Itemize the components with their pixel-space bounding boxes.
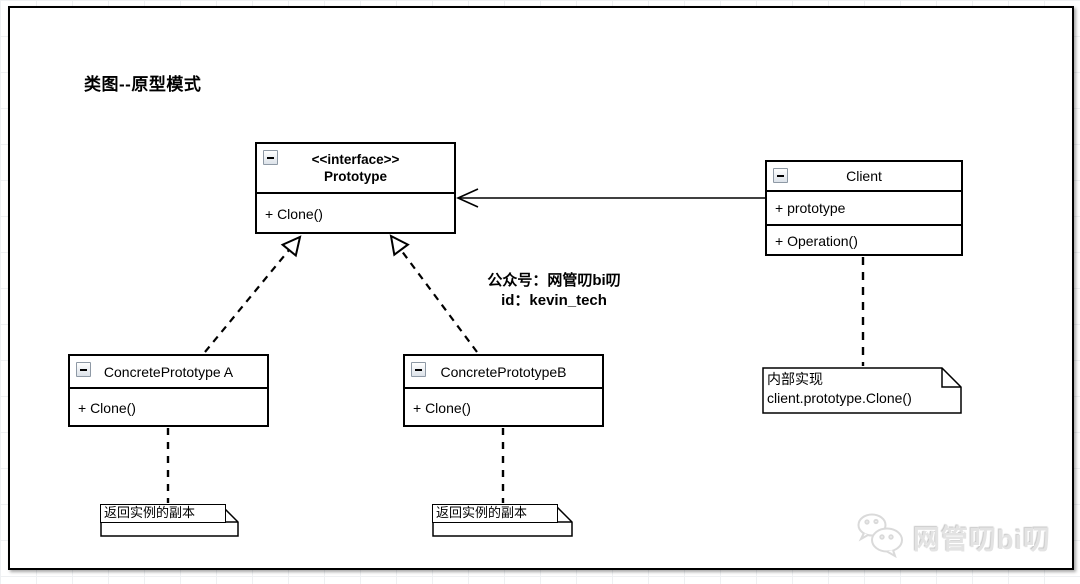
class-name: ConcretePrototypeB — [440, 363, 567, 380]
annotation-line-2: id：kevin_tech — [501, 292, 607, 309]
watermark-text: 网管叨bi叨 — [913, 524, 1051, 555]
minus-glyph — [80, 368, 87, 371]
method-row[interactable]: + Operation() — [767, 224, 961, 256]
note-client-implementation[interactable]: 内部实现 client.prototype.Clone() — [762, 367, 963, 415]
method-row[interactable]: + Clone() — [70, 387, 267, 427]
class-name: Prototype — [323, 169, 387, 184]
watermark: 网管叨bi叨 — [855, 512, 1051, 562]
note-text: 内部实现 client.prototype.Clone() — [767, 370, 912, 408]
collapse-icon[interactable] — [263, 150, 278, 165]
note-line-1: 内部实现 — [767, 371, 823, 387]
class-box-concrete-prototype-a[interactable]: ConcretePrototype A + Clone() — [68, 354, 269, 427]
minus-glyph — [777, 174, 784, 177]
class-name: Client — [846, 168, 882, 184]
class-header-concrete-b: ConcretePrototypeB — [405, 356, 602, 387]
wechat-annotation: 公众号：网管叨bi叨 id：kevin_tech — [448, 271, 660, 311]
note-return-copy-a[interactable]: 返回实例的副本 — [100, 504, 240, 538]
collapse-icon[interactable] — [411, 362, 426, 377]
page-title: 类图--原型模式 — [84, 75, 202, 94]
class-box-concrete-prototype-b[interactable]: ConcretePrototypeB + Clone() — [403, 354, 604, 427]
wechat-bubbles-icon — [857, 513, 903, 559]
attribute-row[interactable]: + prototype — [767, 190, 961, 224]
diagram-frame — [8, 6, 1074, 570]
class-name: ConcretePrototype A — [103, 363, 234, 380]
class-box-prototype[interactable]: <<interface>> Prototype + Clone() — [255, 142, 456, 234]
annotation-line-1: 公众号：网管叨bi叨 — [487, 272, 621, 289]
collapse-icon[interactable] — [773, 168, 788, 183]
collapse-icon[interactable] — [76, 362, 91, 377]
class-header-prototype: <<interface>> Prototype — [257, 144, 454, 192]
class-header-concrete-a: ConcretePrototype A — [70, 356, 267, 387]
minus-glyph — [267, 156, 274, 159]
note-text: 返回实例的副本 — [100, 504, 226, 523]
note-text: 返回实例的副本 — [432, 504, 558, 523]
class-header-client: Client — [767, 162, 961, 190]
note-shape — [762, 367, 962, 414]
minus-glyph — [415, 368, 422, 371]
stereotype-label: <<interface>> — [311, 152, 400, 167]
method-row[interactable]: + Clone() — [257, 192, 454, 233]
note-line-2: client.prototype.Clone() — [767, 390, 912, 406]
method-row[interactable]: + Clone() — [405, 387, 602, 427]
class-box-client[interactable]: Client + prototype + Operation() — [765, 160, 963, 256]
note-return-copy-b[interactable]: 返回实例的副本 — [432, 504, 574, 538]
